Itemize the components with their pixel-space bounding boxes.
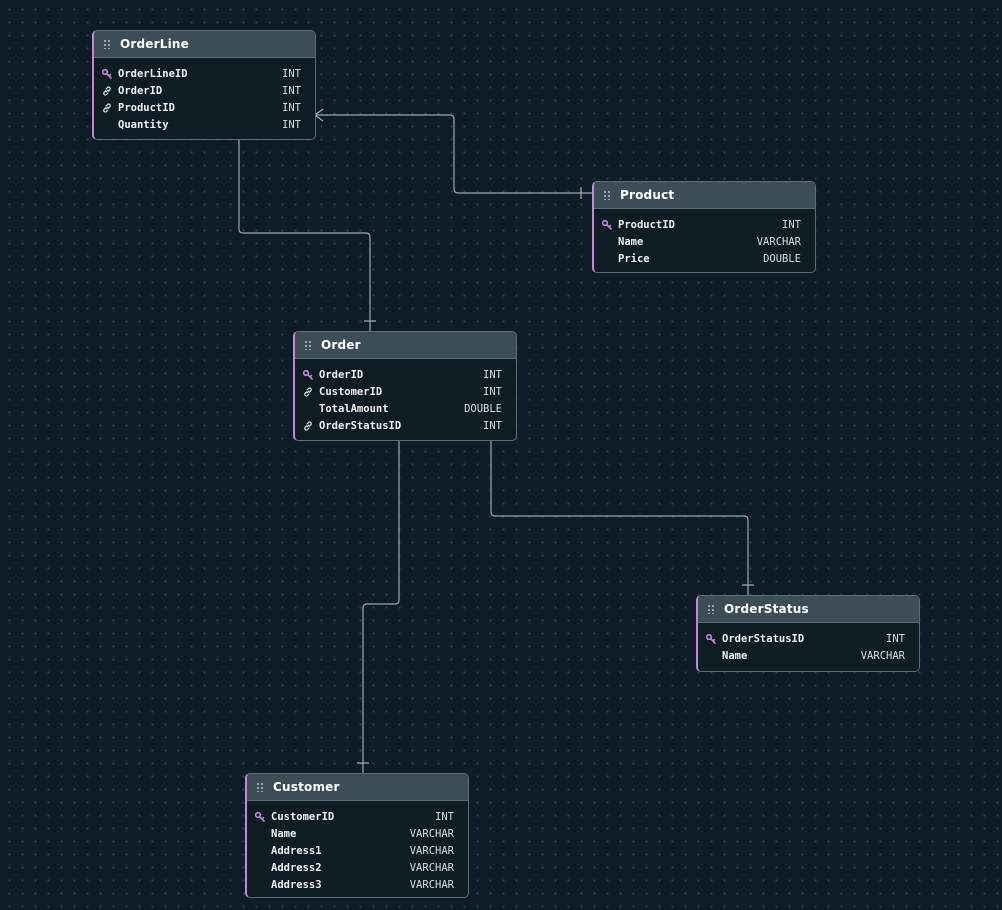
drag-handle-icon[interactable] xyxy=(103,39,111,49)
column-row[interactable]: CustomerID INT xyxy=(295,384,516,401)
link-icon xyxy=(102,103,118,113)
column-name: OrderID xyxy=(319,369,364,382)
column-row[interactable]: TotalAmount DOUBLE xyxy=(295,401,516,418)
column-list: OrderStatusID INT Name VARCHAR xyxy=(698,623,919,668)
column-type: VARCHAR xyxy=(756,236,801,249)
column-row[interactable]: CustomerID INT xyxy=(247,809,468,826)
column-row[interactable]: Name VARCHAR xyxy=(247,826,468,843)
column-type: INT xyxy=(483,419,502,432)
relationship-order-customer[interactable] xyxy=(362,440,400,774)
column-type: DOUBLE xyxy=(464,402,502,415)
column-name: ProductID xyxy=(618,219,675,232)
table-product[interactable]: Product ProductID INT Name VARCHAR Price DOUB… xyxy=(592,181,816,273)
link-icon xyxy=(303,421,319,431)
column-name: Address1 xyxy=(271,844,322,857)
key-icon xyxy=(303,370,319,381)
drag-handle-icon[interactable] xyxy=(256,782,264,792)
column-row[interactable]: Price DOUBLE xyxy=(594,251,815,268)
column-list: OrderID INT CustomerID INT TotalAmount DOUBLE… xyxy=(295,359,516,437)
column-type: INT xyxy=(483,369,502,382)
column-name: Quantity xyxy=(118,118,169,131)
column-row[interactable]: Name VARCHAR xyxy=(698,648,919,665)
column-name: OrderStatusID xyxy=(722,633,805,646)
column-name: Price xyxy=(618,252,650,265)
key-icon xyxy=(706,634,722,645)
column-row[interactable]: Address3 VARCHAR xyxy=(247,876,468,893)
column-name: Name xyxy=(618,236,644,249)
column-row[interactable]: OrderID INT xyxy=(295,367,516,384)
column-row[interactable]: Address2 VARCHAR xyxy=(247,859,468,876)
table-name: Customer xyxy=(273,780,340,794)
table-header[interactable]: OrderLine xyxy=(94,31,315,58)
link-icon xyxy=(102,86,118,96)
column-name: Name xyxy=(722,650,748,663)
relationship-orderline-order[interactable] xyxy=(238,139,371,332)
drag-handle-icon[interactable] xyxy=(603,190,611,200)
column-type: INT xyxy=(886,633,905,646)
table-name: Product xyxy=(620,188,675,202)
column-type: INT xyxy=(483,386,502,399)
column-name: OrderID xyxy=(118,85,163,98)
column-type: VARCHAR xyxy=(409,828,454,841)
crowfoot-many-marker xyxy=(314,108,324,122)
relationship-orderline-product[interactable] xyxy=(315,114,593,194)
column-row[interactable]: OrderStatusID INT xyxy=(295,417,516,434)
column-type: INT xyxy=(282,68,301,81)
column-row[interactable]: Name VARCHAR xyxy=(594,234,815,251)
column-name: Name xyxy=(271,828,297,841)
column-name: Address3 xyxy=(271,878,322,891)
table-name: OrderLine xyxy=(120,37,190,51)
key-icon xyxy=(602,220,618,231)
column-row[interactable]: OrderLineID INT xyxy=(94,66,315,83)
column-row[interactable]: Quantity INT xyxy=(94,116,315,133)
table-header[interactable]: OrderStatus xyxy=(698,596,919,623)
column-name: ProductID xyxy=(118,101,175,114)
column-type: INT xyxy=(282,118,301,131)
table-header[interactable]: Order xyxy=(295,332,516,359)
column-type: INT xyxy=(282,101,301,114)
column-type: DOUBLE xyxy=(763,252,801,265)
column-type: INT xyxy=(282,85,301,98)
column-type: VARCHAR xyxy=(409,844,454,857)
table-header[interactable]: Product xyxy=(594,182,815,209)
column-type: VARCHAR xyxy=(860,650,905,663)
column-row[interactable]: OrderStatusID INT xyxy=(698,631,919,648)
column-type: INT xyxy=(782,219,801,232)
column-row[interactable]: ProductID INT xyxy=(94,100,315,117)
link-icon xyxy=(303,387,319,397)
table-name: Order xyxy=(321,338,361,352)
key-icon xyxy=(102,69,118,80)
column-name: CustomerID xyxy=(319,386,383,399)
column-row[interactable]: ProductID INT xyxy=(594,217,815,234)
column-name: OrderLineID xyxy=(118,68,188,81)
column-row[interactable]: Address1 VARCHAR xyxy=(247,843,468,860)
column-type: VARCHAR xyxy=(409,861,454,874)
table-header[interactable]: Customer xyxy=(247,774,468,801)
column-type: INT xyxy=(435,811,454,824)
column-row[interactable]: OrderID INT xyxy=(94,83,315,100)
table-name: OrderStatus xyxy=(724,602,809,616)
column-list: ProductID INT Name VARCHAR Price DOUBLE xyxy=(594,209,815,270)
key-icon xyxy=(255,812,271,823)
column-name: Address2 xyxy=(271,861,322,874)
table-orderstatus[interactable]: OrderStatus OrderStatusID INT Name VARCHAR xyxy=(696,595,920,672)
drag-handle-icon[interactable] xyxy=(304,340,312,350)
column-name: OrderStatusID xyxy=(319,419,402,432)
column-name: CustomerID xyxy=(271,811,335,824)
column-name: TotalAmount xyxy=(319,402,389,415)
relationship-order-orderstatus[interactable] xyxy=(490,440,749,596)
column-type: VARCHAR xyxy=(409,878,454,891)
drag-handle-icon[interactable] xyxy=(707,604,715,614)
